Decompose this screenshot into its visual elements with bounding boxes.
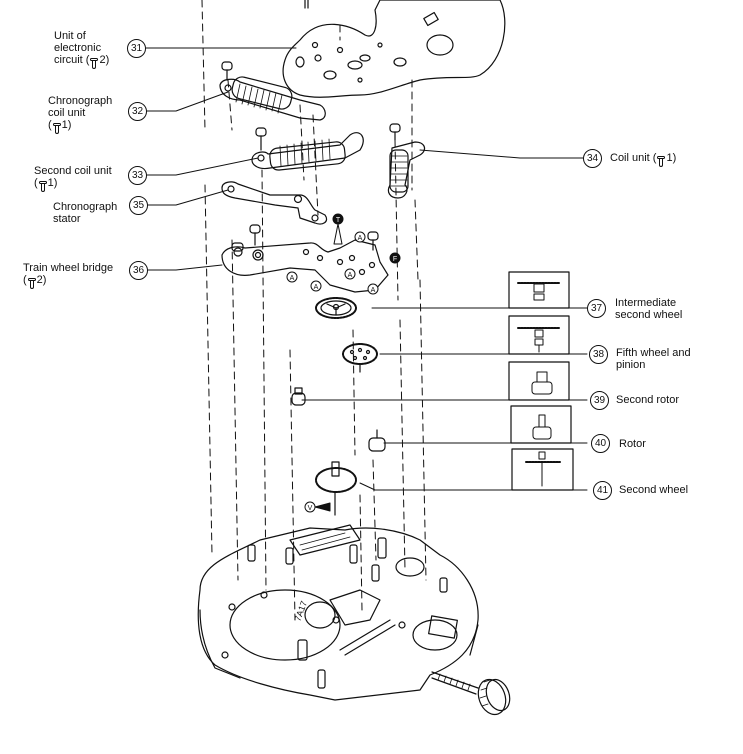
oil-letter-t: T: [336, 217, 341, 224]
oil-letter-a: A: [358, 235, 363, 242]
callout-number-35: 35: [129, 196, 148, 215]
screw-icon: 𝓣: [27, 278, 36, 289]
callout-number-32: 32: [128, 102, 147, 121]
callout-number-37: 37: [587, 299, 606, 318]
label-unit-of-electronic-circuit: Unit of electronic circuit (𝓣2): [54, 30, 109, 69]
second-coil-unit: [251, 127, 364, 171]
label-rotor: Rotor: [619, 438, 646, 450]
second-wheel: [315, 461, 357, 516]
alignment-guides: [201, 0, 427, 621]
fifth-wheel-and-pinion: [342, 343, 378, 373]
screw-icon: 𝓣: [657, 156, 666, 167]
callout-number-38: 38: [589, 345, 608, 364]
label-chronograph-stator: Chronograph stator: [53, 201, 118, 225]
label-chronograph-coil-unit: Chronograph coil unit (𝓣1): [48, 95, 112, 134]
label-fifth-wheel-and-pinion: Fifth wheel and pinion: [616, 347, 691, 371]
train-wheel-bridge: [221, 224, 389, 293]
intermediate-second-wheel: [315, 297, 357, 319]
label-train-wheel-bridge: Train wheel bridge (𝓣2): [23, 262, 113, 289]
label-second-coil-unit: Second coil unit (𝓣1): [34, 165, 112, 192]
inset-detail-boxes: [508, 271, 574, 491]
screw-icon: 𝓣: [52, 123, 61, 134]
callout-number-33: 33: [128, 166, 147, 185]
screw-icon: 𝓣: [38, 181, 47, 192]
oil-letter-v: V: [308, 505, 313, 512]
callout-number-34: 34: [583, 149, 602, 168]
callout-number-36: 36: [129, 261, 148, 280]
label-second-wheel: Second wheel: [619, 484, 689, 496]
crown-and-stem: [431, 671, 511, 716]
oil-marker-letters: A A A A A T F V: [290, 217, 397, 512]
chronograph-coil-unit: [219, 61, 326, 121]
oil-letter-a: A: [348, 272, 353, 279]
label-second-rotor: Second rotor: [616, 394, 679, 406]
oil-letter-a: A: [371, 287, 376, 294]
second-rotor: [291, 387, 306, 406]
rotor: [368, 429, 386, 452]
screw-icon: 𝓣: [90, 58, 99, 69]
callout-number-41: 41: [593, 481, 612, 500]
callout-number-31: 31: [127, 39, 146, 58]
label-intermediate-second-wheel: Intermediate second wheel: [615, 297, 683, 321]
coil-unit: [387, 123, 426, 199]
oil-letter-a: A: [290, 275, 295, 282]
callout-number-39: 39: [590, 391, 609, 410]
chronograph-stator: [221, 181, 328, 225]
main-plate: [197, 524, 479, 701]
label-coil-unit: Coil unit (𝓣1): [610, 152, 676, 167]
oil-markers: [286, 213, 401, 513]
electronic-circuit-plate: [282, 0, 506, 98]
leader-lines: [145, 47, 588, 491]
oil-letter-a: A: [314, 284, 319, 291]
oil-letter-f: F: [393, 256, 397, 263]
callout-number-40: 40: [591, 434, 610, 453]
